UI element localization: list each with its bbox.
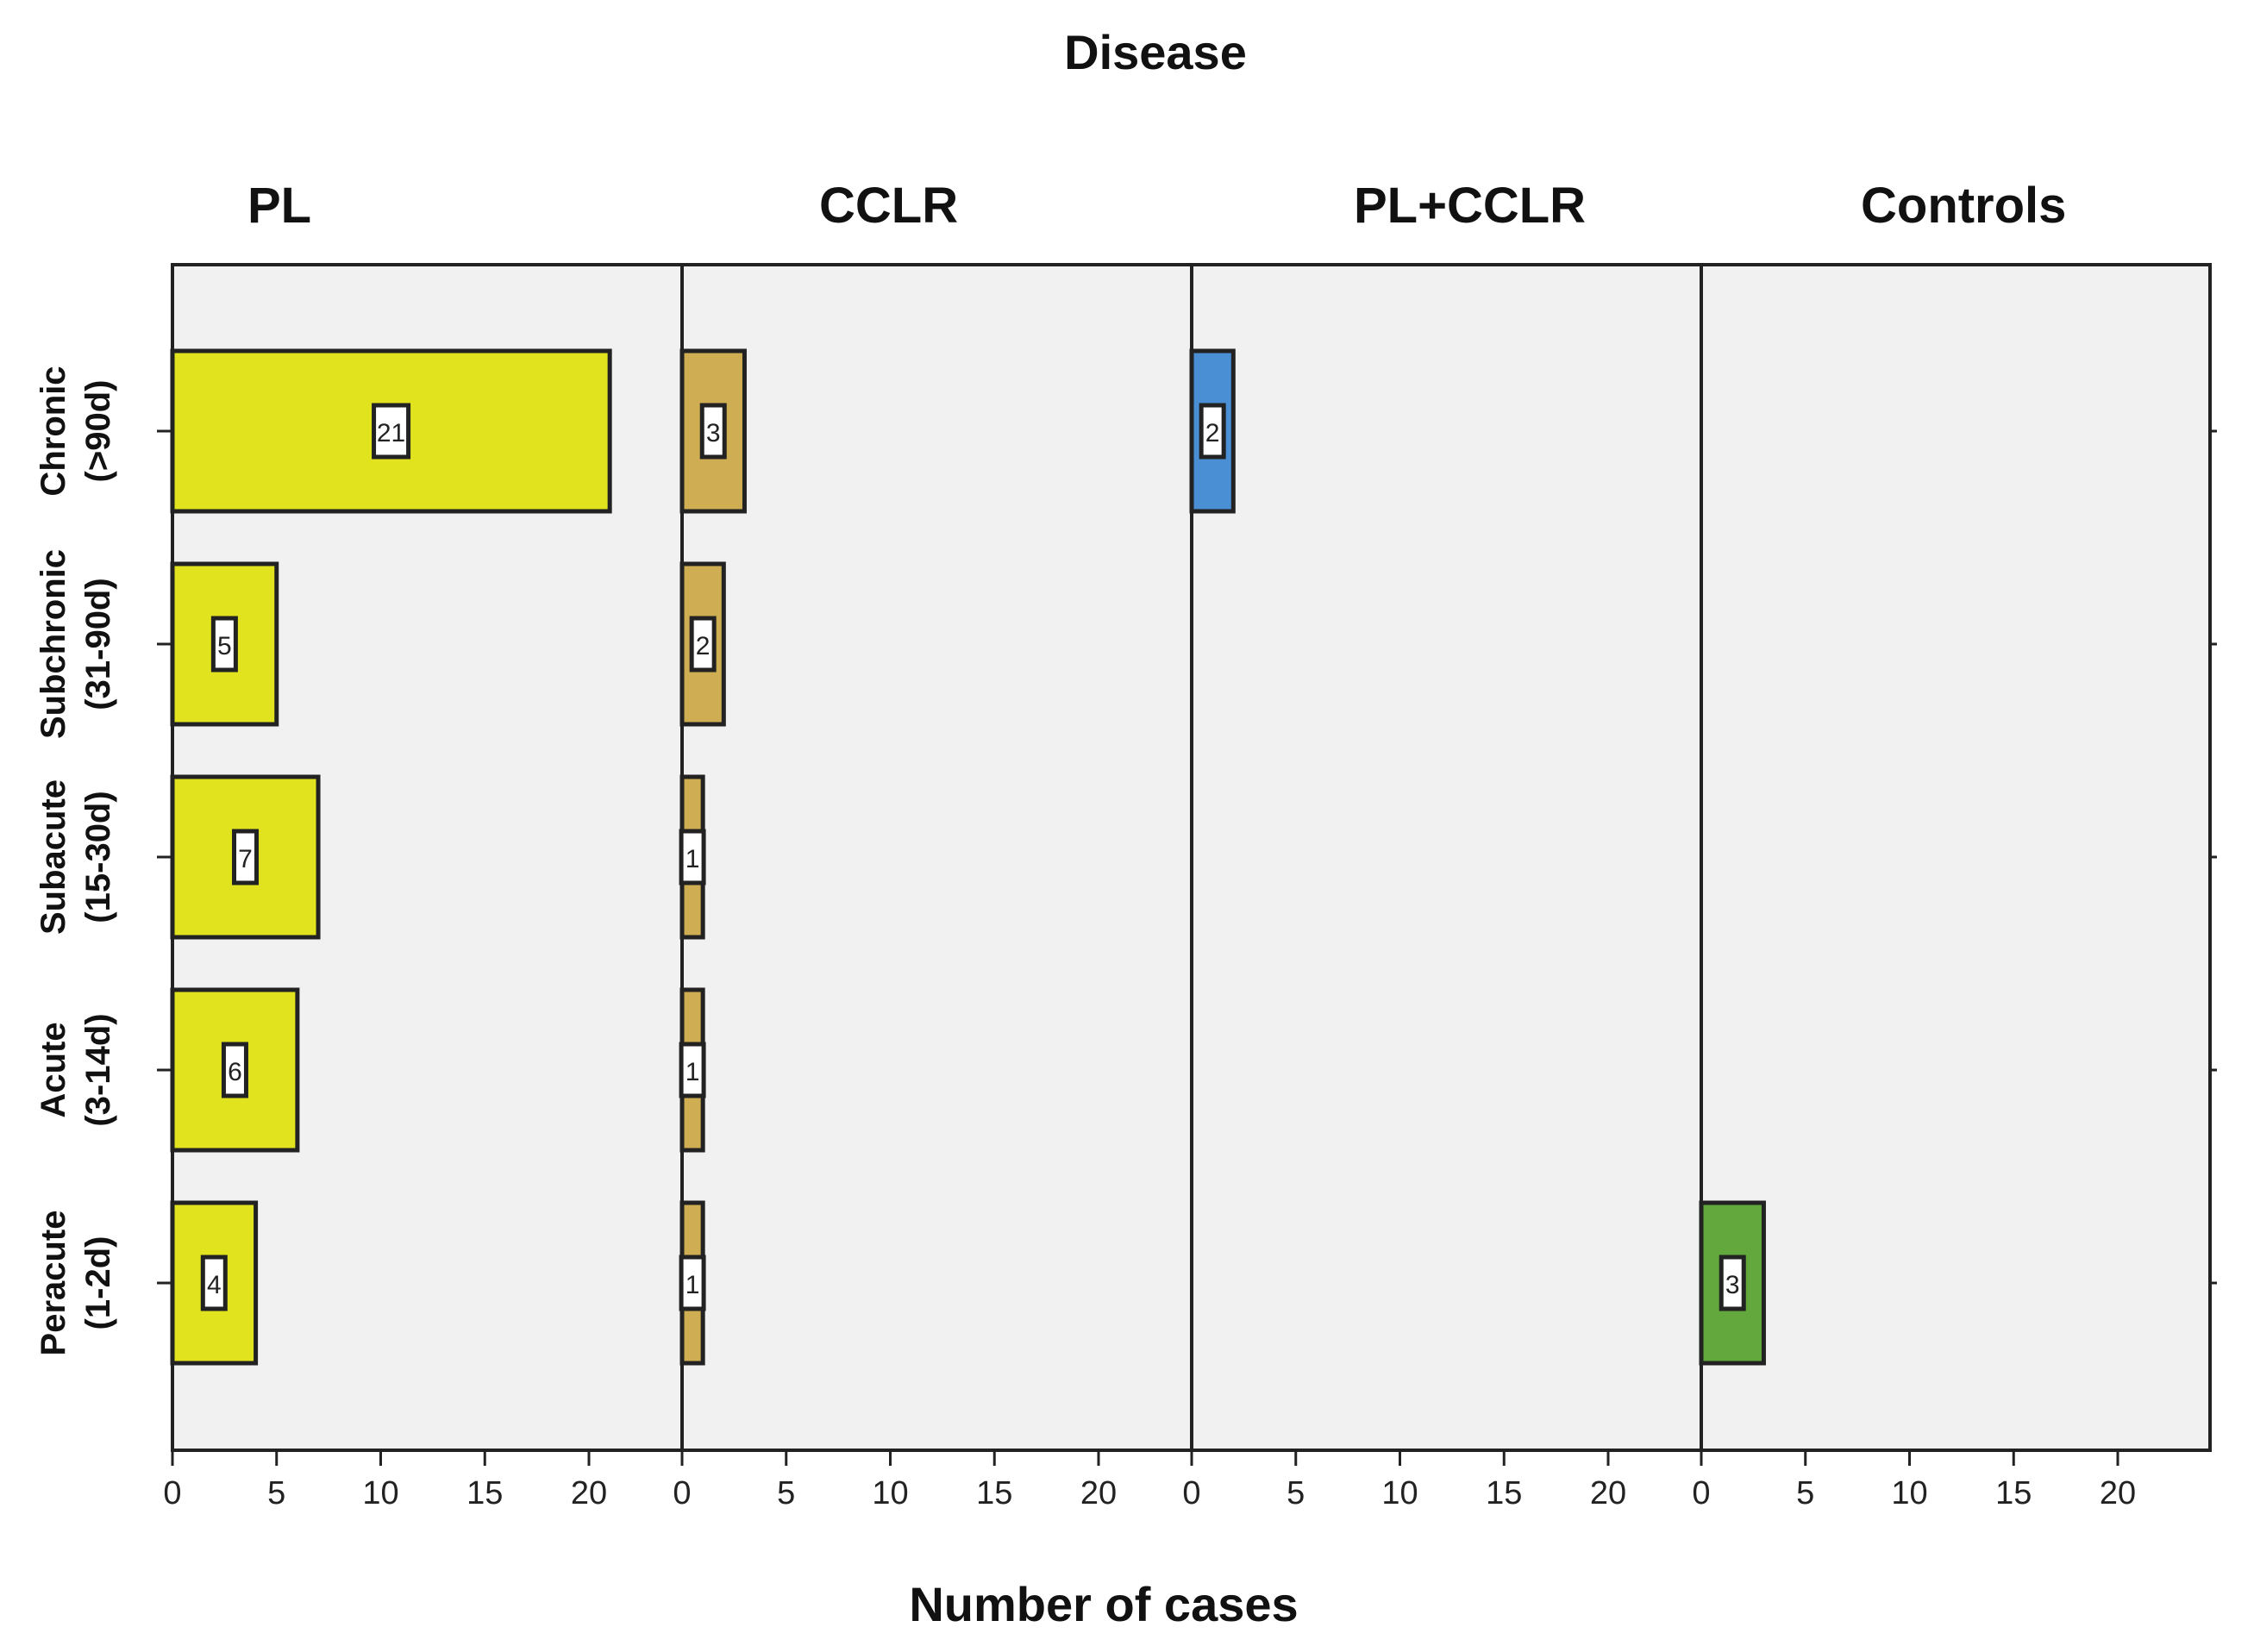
x-tick-label: 5: [1796, 1475, 1814, 1511]
panel-title: PL: [247, 178, 311, 234]
value-label-box: [210, 616, 238, 673]
panel-title: PL+CCLR: [1354, 178, 1586, 234]
x-tick-label: 15: [976, 1475, 1012, 1511]
value-label-box: [679, 829, 706, 885]
value-label-box: [679, 1255, 706, 1311]
value-label-box: [699, 403, 727, 460]
value-label-box: [372, 403, 411, 460]
chart-title: Disease: [1064, 25, 1247, 79]
value-label: 1: [686, 845, 700, 873]
value-label-box: [1199, 403, 1226, 460]
x-tick-label: 20: [1080, 1475, 1117, 1511]
value-label-box: [689, 616, 717, 673]
value-label-box: [221, 1042, 248, 1098]
panel-title: Controls: [1861, 178, 2066, 234]
x-tick-label: 5: [777, 1475, 795, 1511]
y-category-label: Acute(3-14d): [34, 1013, 117, 1126]
value-label: 6: [228, 1058, 242, 1086]
value-label: 1: [686, 1058, 700, 1086]
x-tick-label: 20: [2100, 1475, 2136, 1511]
x-tick-label: 0: [673, 1475, 691, 1511]
x-tick-label: 20: [1590, 1475, 1626, 1511]
x-tick-label: 15: [1995, 1475, 2032, 1511]
y-category-label: Chronic(>90d): [34, 366, 117, 496]
value-label-box: [232, 829, 260, 885]
value-label-box: [200, 1255, 228, 1311]
value-label-box: [1719, 1255, 1746, 1311]
value-label: 2: [1205, 419, 1220, 447]
y-category-label: Peracute(1-2d): [34, 1211, 117, 1356]
x-tick-label: 0: [163, 1475, 181, 1511]
value-label: 4: [207, 1271, 222, 1299]
x-tick-label: 10: [1891, 1475, 1927, 1511]
x-tick-label: 15: [466, 1475, 503, 1511]
x-tick-label: 15: [1486, 1475, 1522, 1511]
value-label: 7: [238, 845, 253, 873]
panel-title: CCLR: [819, 178, 958, 234]
x-tick-label: 20: [571, 1475, 607, 1511]
y-category-label: Subacute(15-30d): [34, 779, 117, 935]
value-label: 3: [1725, 1271, 1740, 1299]
value-label-box: [679, 1042, 706, 1098]
x-tick-label: 5: [267, 1475, 285, 1511]
value-label: 3: [706, 419, 721, 447]
value-label: 2: [696, 632, 711, 660]
x-axis-label: Number of cases: [909, 1577, 1298, 1631]
x-tick-label: 0: [1692, 1475, 1710, 1511]
x-tick-label: 10: [362, 1475, 398, 1511]
x-tick-label: 10: [1381, 1475, 1418, 1511]
value-label: 1: [686, 1271, 700, 1299]
x-tick-label: 0: [1182, 1475, 1200, 1511]
x-tick-label: 10: [872, 1475, 908, 1511]
x-tick-label: 5: [1287, 1475, 1305, 1511]
value-label: 5: [217, 632, 232, 660]
y-category-label: Subchronic(31-90d): [34, 549, 117, 739]
value-label: 21: [377, 419, 405, 447]
